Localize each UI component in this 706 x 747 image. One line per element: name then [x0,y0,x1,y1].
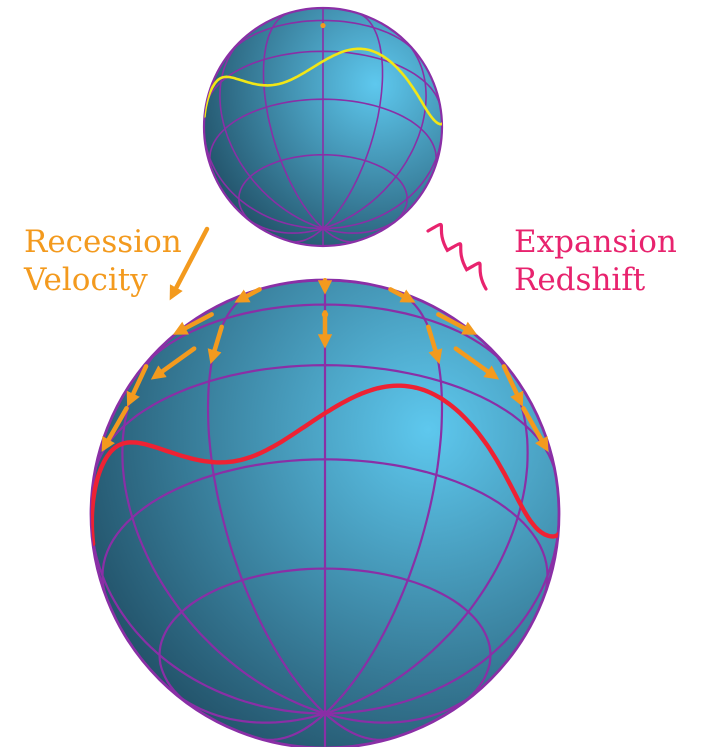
velocity-arrow [150,346,197,380]
meridian-line [206,289,326,715]
velocity-arrow [207,324,224,365]
velocity-arrow [426,324,443,365]
meridian-line [204,126,324,230]
meridian-line [322,39,427,230]
meridian-line [322,126,442,230]
velocity-arrow-icon [169,226,210,301]
sphere-outline [202,6,444,248]
velocity-arrow [436,312,478,335]
meridian-line [324,513,559,715]
squiggle-icon [426,222,488,291]
meridian-line [91,513,326,715]
recession-label-line1: Recession [24,224,182,260]
velocity-arrow [388,287,416,303]
meridian-line [322,12,384,230]
velocity-arrow [126,364,149,407]
red-wave [91,383,559,547]
meridian-line [324,712,391,742]
small-sphere [202,6,444,248]
expansion-label-line1: Expansion [514,224,677,260]
velocity-arrow [234,287,262,303]
velocity-arrow [501,364,524,407]
recession-velocity-label: Recession Velocity [24,223,182,299]
yellow-wave [204,47,442,126]
velocity-arrows [101,277,549,453]
velocity-arrow [101,406,129,453]
north-pole-dot [320,22,326,29]
velocity-arrow [521,406,549,453]
meridian-line [324,289,444,715]
graticule [204,8,442,246]
meridian-line [262,12,324,230]
meridian-line [259,712,326,742]
velocity-arrow [172,312,214,335]
large-sphere [89,277,561,747]
recession-label-line2: Velocity [24,262,148,298]
expansion-redshift-label: Expansion Redshift [514,223,677,299]
velocity-arrow [453,346,500,380]
meridian-line [219,39,324,230]
expansion-label-line2: Redshift [514,262,646,298]
